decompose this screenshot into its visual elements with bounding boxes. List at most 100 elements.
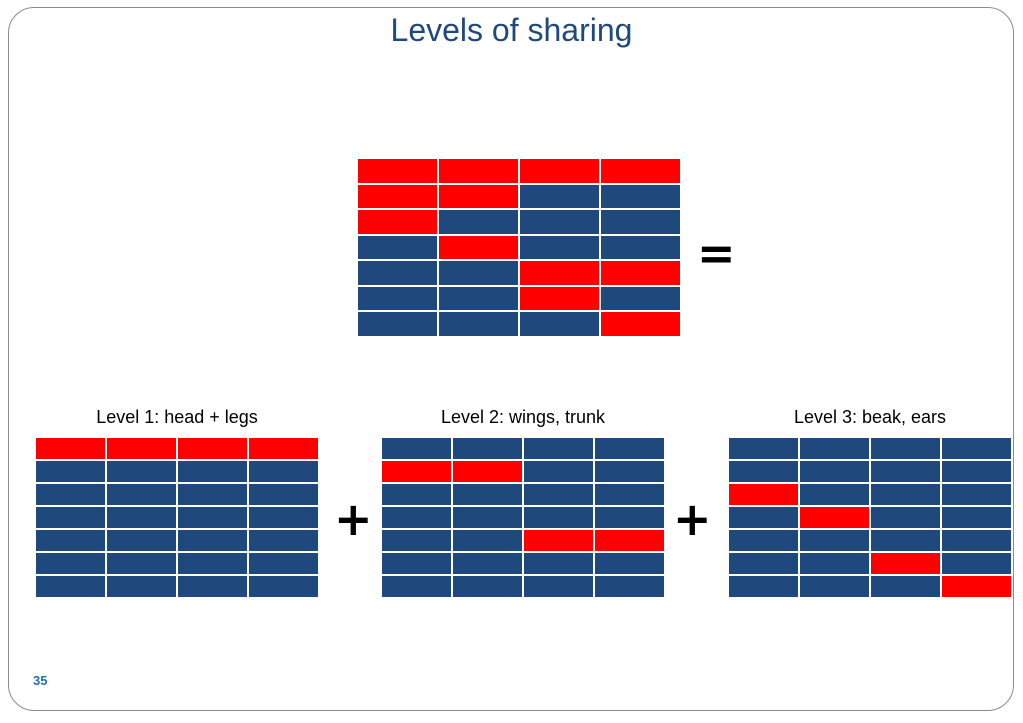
grid-cell: [107, 461, 176, 482]
grid-cell: [439, 312, 518, 336]
grid-cell: [524, 461, 593, 482]
grid-cell: [382, 530, 451, 551]
grid-cell: [871, 438, 940, 459]
grid-cell-highlighted: [520, 286, 599, 311]
grid-cell: [453, 507, 522, 528]
grid-cell: [382, 438, 451, 459]
grid-cell: [382, 553, 451, 574]
level-3-grid: [728, 437, 1012, 598]
grid-cell: [36, 507, 105, 528]
level-3-label: Level 3: beak, ears: [793, 407, 947, 427]
grid-cell: [36, 530, 105, 551]
grid-cell: [107, 576, 176, 597]
grid-cell-highlighted: [595, 530, 664, 551]
grid-cell-highlighted: [871, 553, 940, 574]
grid-cell: [358, 261, 437, 285]
grid-cell: [178, 530, 247, 551]
grid-cell: [729, 576, 798, 597]
grid-cell-highlighted: [601, 312, 680, 336]
grid-cell: [453, 553, 522, 574]
grid-cell-highlighted: [358, 184, 437, 209]
grid-cell-highlighted: [520, 159, 599, 183]
grid-cell: [942, 553, 1011, 574]
grid-cell: [729, 438, 798, 459]
grid-cell-highlighted: [178, 438, 247, 459]
grid-cell: [800, 438, 869, 459]
grid-cell: [800, 484, 869, 505]
level-2-label: Level 2: wings, trunk: [440, 407, 606, 427]
grid-cell-highlighted: [453, 461, 522, 482]
grid-cell: [520, 210, 599, 234]
grid-cell: [358, 235, 437, 260]
grid-cell: [524, 438, 593, 459]
grid-cell: [595, 484, 664, 505]
level-2-grid: [381, 437, 665, 598]
grid-cell: [249, 553, 318, 574]
grid-cell-highlighted: [520, 261, 599, 285]
grid-cell: [107, 553, 176, 574]
grid-cell: [942, 507, 1011, 528]
grid-cell: [800, 553, 869, 574]
grid-cell: [439, 286, 518, 311]
grid-cell-highlighted: [107, 438, 176, 459]
grid-cell: [729, 507, 798, 528]
grid-cell: [358, 286, 437, 311]
slide-frame: [8, 7, 1014, 711]
combined-sharing-grid: [357, 158, 681, 337]
grid-cell-highlighted: [439, 159, 518, 183]
grid-cell: [249, 507, 318, 528]
grid-cell: [595, 553, 664, 574]
grid-cell: [178, 461, 247, 482]
grid-cell: [107, 530, 176, 551]
plus-sign-2: +: [673, 492, 712, 546]
slide-title: Levels of sharing: [390, 12, 633, 48]
grid-cell: [595, 438, 664, 459]
equals-sign: =: [697, 226, 736, 280]
grid-cell: [729, 461, 798, 482]
grid-cell-highlighted: [439, 184, 518, 209]
grid-cell: [942, 484, 1011, 505]
grid-cell: [942, 461, 1011, 482]
grid-cell: [36, 461, 105, 482]
grid-cell: [453, 530, 522, 551]
grid-cell: [439, 261, 518, 285]
grid-cell: [601, 184, 680, 209]
grid-cell: [178, 553, 247, 574]
grid-cell: [358, 312, 437, 336]
grid-cell-highlighted: [358, 159, 437, 183]
grid-cell-highlighted: [439, 235, 518, 260]
grid-cell: [453, 484, 522, 505]
grid-cell-highlighted: [249, 438, 318, 459]
grid-cell-highlighted: [800, 507, 869, 528]
grid-cell: [453, 576, 522, 597]
grid-cell: [524, 507, 593, 528]
page-number: 35: [33, 673, 48, 688]
grid-cell: [107, 484, 176, 505]
grid-cell: [871, 484, 940, 505]
grid-cell: [942, 530, 1011, 551]
grid-cell: [249, 484, 318, 505]
level-1-grid: [35, 437, 319, 598]
grid-cell-highlighted: [729, 484, 798, 505]
grid-cell: [382, 507, 451, 528]
level-1-label: Level 1: head + legs: [96, 407, 258, 427]
grid-cell: [942, 438, 1011, 459]
grid-cell: [382, 576, 451, 597]
grid-cell: [871, 576, 940, 597]
grid-cell-highlighted: [358, 210, 437, 234]
grid-cell: [178, 484, 247, 505]
grid-cell: [249, 461, 318, 482]
grid-cell: [453, 438, 522, 459]
grid-cell: [520, 312, 599, 336]
grid-cell: [439, 210, 518, 234]
grid-cell: [800, 530, 869, 551]
grid-cell: [601, 210, 680, 234]
grid-cell: [524, 576, 593, 597]
grid-cell: [36, 576, 105, 597]
grid-cell-highlighted: [382, 461, 451, 482]
grid-cell: [36, 484, 105, 505]
grid-cell: [601, 235, 680, 260]
grid-cell: [595, 461, 664, 482]
grid-cell: [178, 507, 247, 528]
plus-sign-1: +: [334, 492, 373, 546]
